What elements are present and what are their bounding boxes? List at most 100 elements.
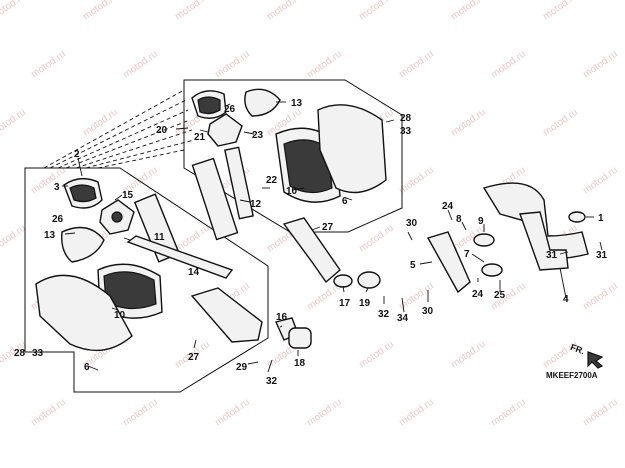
front-direction-arrow [587, 351, 604, 369]
callout-6-upper: 6 [342, 196, 348, 207]
watermark-text-57: motod.ru [121, 397, 160, 429]
gasket-17 [333, 274, 353, 288]
callout-26-lower: 26 [52, 214, 64, 225]
watermark-text-10: motod.ru [213, 49, 252, 81]
callout-24-upper: 24 [442, 201, 454, 212]
watermark-text-6: motod.ru [541, 0, 580, 22]
watermark-text-0: motod.ru [0, 0, 28, 22]
callout-28-lower: 28 [14, 348, 26, 359]
callout-4: 4 [563, 294, 569, 305]
callout-8: 8 [456, 214, 462, 225]
watermark-text-30: motod.ru [581, 165, 620, 197]
silencer-cover-left [35, 274, 133, 352]
callout-22: 22 [266, 175, 278, 186]
watermark-text-61: motod.ru [489, 397, 528, 429]
callout-13-lower: 13 [44, 230, 56, 241]
callout-20: 20 [156, 125, 168, 136]
watermark-text-60: motod.ru [397, 397, 436, 429]
callout-12: 12 [250, 199, 262, 210]
callout-10-upper: 10 [286, 186, 298, 197]
callout-labels: 1 2 3 4 5 6 6 7 8 9 10 10 11 12 13 13 14… [14, 98, 608, 387]
watermark-text-17: motod.ru [81, 107, 120, 139]
callout-23: 23 [252, 130, 264, 141]
callout-34: 34 [397, 313, 409, 324]
callout-1: 1 [598, 213, 604, 224]
callout-33-lower: 33 [32, 348, 44, 359]
callout-32-center: 32 [378, 309, 390, 320]
callout-15: 15 [122, 190, 134, 201]
callout-21: 21 [194, 132, 206, 143]
watermark-text-5: motod.ru [449, 0, 488, 22]
watermark-text-32: motod.ru [0, 223, 28, 255]
watermark-text-1: motod.ru [81, 0, 120, 22]
bush-18 [288, 327, 312, 349]
callout-29: 29 [236, 362, 248, 373]
muffler-outlet-upper [282, 217, 341, 284]
watermark-text-3: motod.ru [265, 0, 304, 22]
callout-7: 7 [464, 249, 470, 260]
watermark-text-9: motod.ru [121, 49, 160, 81]
watermark-text-14: motod.ru [581, 49, 620, 81]
callout-30-upper: 30 [406, 218, 418, 229]
watermark-text-13: motod.ru [489, 49, 528, 81]
end-cap-upper-inner [197, 96, 221, 115]
watermark-text-12: motod.ru [397, 49, 436, 81]
heat-shield-12 [191, 157, 239, 241]
figure-code: MKEEF2700A [546, 371, 598, 380]
callout-11: 11 [154, 232, 165, 243]
watermark-text-46: motod.ru [581, 281, 620, 313]
callout-26-upper: 26 [224, 104, 236, 115]
callout-5: 5 [410, 260, 416, 271]
bracket-5 [426, 231, 471, 294]
watermark-text-21: motod.ru [449, 107, 488, 139]
left-assembly-outline [24, 167, 269, 393]
callout-9: 9 [478, 216, 484, 227]
end-cap-3-inner [69, 184, 97, 203]
callout-2: 2 [74, 149, 80, 160]
callout-31-left: 31 [546, 250, 558, 261]
callout-10-lower: 10 [114, 310, 126, 321]
front-direction-label: FR. [569, 342, 586, 356]
watermark-text-4: motod.ru [357, 0, 396, 22]
band-9 [473, 233, 495, 247]
watermark-text-16: motod.ru [0, 107, 28, 139]
callout-14: 14 [188, 267, 200, 278]
callout-18: 18 [294, 358, 306, 369]
muffler-10-upper-shade [283, 139, 333, 194]
callout-19: 19 [359, 298, 371, 309]
watermark-text-59: motod.ru [305, 397, 344, 429]
watermark-text-52: motod.ru [357, 339, 396, 371]
flange-21 [207, 113, 243, 147]
cover-13-left [61, 226, 105, 263]
callout-24-lower: 24 [472, 289, 484, 300]
callout-17: 17 [339, 298, 351, 309]
exhaust-pipe-4-lower [519, 211, 569, 271]
watermark-text-8: motod.ru [29, 49, 68, 81]
callout-31-right: 31 [596, 250, 608, 261]
watermark-text-22: motod.ru [541, 107, 580, 139]
watermark-text-28: motod.ru [397, 165, 436, 197]
leader-lines [62, 101, 603, 373]
pipe-14 [126, 235, 234, 279]
watermark-text-36: motod.ru [357, 223, 396, 255]
callout-32-lower: 32 [266, 376, 278, 387]
watermark-text-62: motod.ru [581, 397, 620, 429]
watermark-text-34: motod.ru [173, 223, 212, 255]
callout-28-upper: 28 [400, 113, 412, 124]
flange-15-hole [111, 211, 123, 223]
callout-30-lower: 30 [422, 306, 434, 317]
watermark-text-58: motod.ru [213, 397, 252, 429]
watermark-text-24: motod.ru [29, 165, 68, 197]
callout-16: 16 [276, 312, 288, 323]
watermark-text-11: motod.ru [305, 49, 344, 81]
callout-33-upper: 33 [400, 126, 412, 137]
muffler-outlet-left [190, 287, 263, 343]
callout-27-lower: 27 [188, 352, 200, 363]
silencer-cover-upper [317, 104, 387, 194]
watermark-text-56: motod.ru [29, 397, 68, 429]
watermark-text-2: motod.ru [173, 0, 212, 22]
gasket-19 [357, 271, 381, 289]
band-7 [481, 263, 503, 277]
